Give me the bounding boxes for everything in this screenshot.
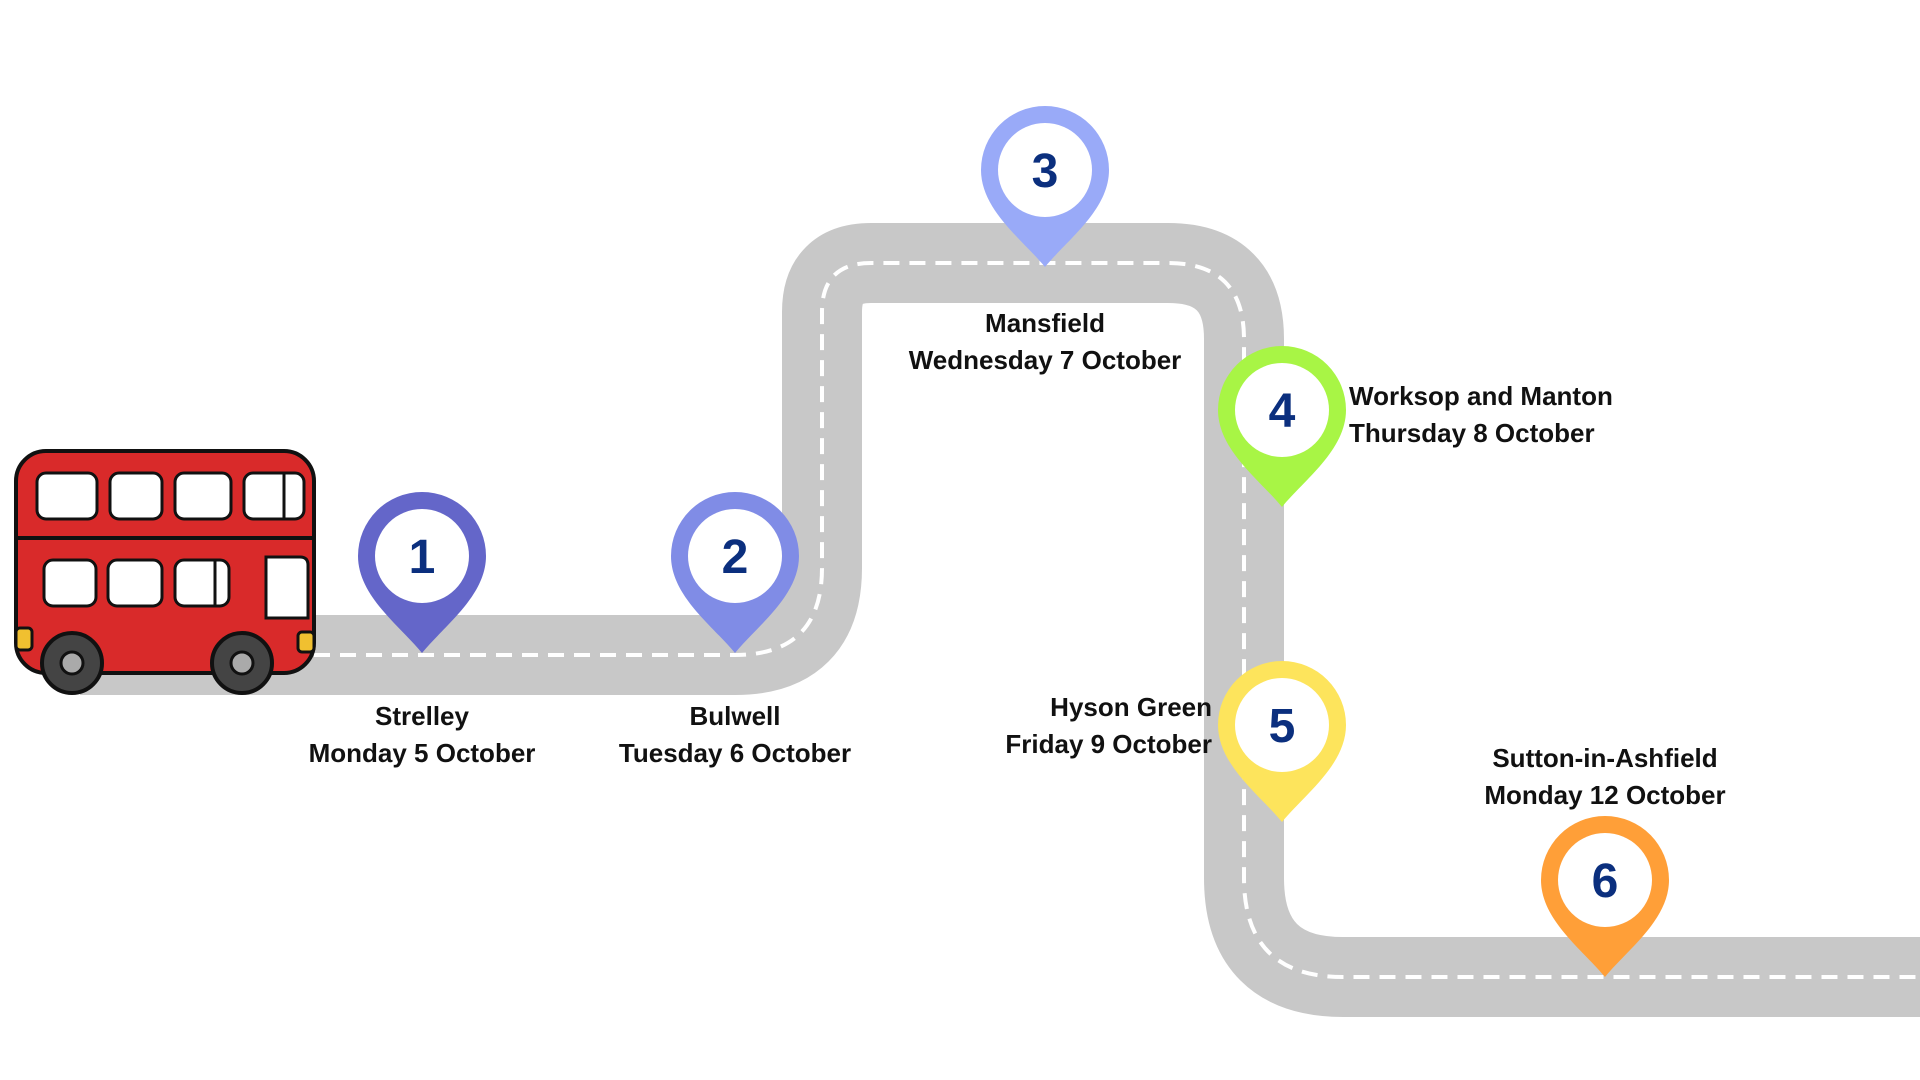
stop-date: Tuesday 6 October <box>618 738 852 768</box>
stop-date: Monday 5 October <box>308 738 536 768</box>
stop-place: Mansfield <box>985 308 1105 338</box>
pin-number: 4 <box>1269 385 1296 438</box>
pin-number: 6 <box>1592 855 1619 908</box>
stop-label-1: Strelley Monday 5 October <box>309 698 536 772</box>
stop-place: Bulwell <box>689 701 781 731</box>
map-pin-icon: 6 <box>1541 816 1669 977</box>
stop-label-2: Bulwell Tuesday 6 October <box>619 698 851 772</box>
map-pin-icon: 1 <box>358 492 486 653</box>
pin-number: 2 <box>722 531 749 584</box>
stop-place: Sutton-in-Ashfield <box>1492 743 1718 773</box>
stop-date: Monday 12 October <box>1484 780 1726 810</box>
stop-date: Wednesday 7 October <box>908 345 1182 375</box>
road-centre-line <box>80 261 1920 979</box>
double-decker-bus-icon <box>14 449 316 695</box>
pin-inner-circle <box>1235 678 1329 772</box>
pin-number: 5 <box>1269 700 1296 753</box>
pin-number: 3 <box>1032 145 1059 198</box>
pin-inner-circle <box>1235 363 1329 457</box>
stop-label-4: Worksop and Manton Thursday 8 October <box>1349 378 1613 452</box>
pin-number: 1 <box>409 531 436 584</box>
stop-place: Worksop and Manton <box>1349 381 1613 411</box>
stop-label-5: Hyson Green Friday 9 October <box>1005 689 1212 763</box>
pin-inner-circle <box>688 509 782 603</box>
map-pin-icon: 3 <box>981 106 1109 267</box>
map-pin-icon: 2 <box>671 492 799 653</box>
stop-date: Friday 9 October <box>1005 729 1212 759</box>
pin-inner-circle <box>998 123 1092 217</box>
map-pin-icon: 5 <box>1218 661 1346 822</box>
stop-label-3: Mansfield Wednesday 7 October <box>909 305 1182 379</box>
pin-inner-circle <box>1558 833 1652 927</box>
map-pin-icon: 4 <box>1218 346 1346 507</box>
stop-place: Strelley <box>375 701 469 731</box>
stop-date: Thursday 8 October <box>1349 418 1595 448</box>
pin-inner-circle <box>375 509 469 603</box>
stop-label-6: Sutton-in-Ashfield Monday 12 October <box>1484 740 1725 814</box>
stop-place: Hyson Green <box>1050 692 1212 722</box>
